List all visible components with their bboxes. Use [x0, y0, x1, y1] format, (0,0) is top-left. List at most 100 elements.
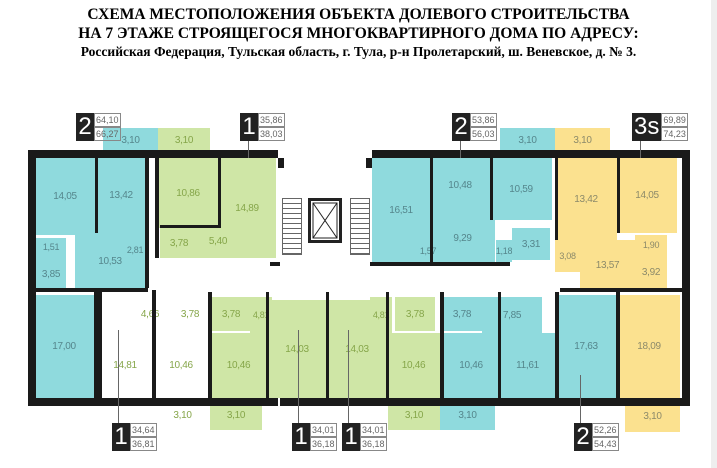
wall [617, 158, 620, 233]
apartment-total-area: 36,18 [360, 437, 387, 451]
apartment-area: 64,10 [94, 113, 121, 127]
room-area-label: 10,46 [401, 360, 426, 371]
wall [266, 292, 269, 402]
room: 11,61 [500, 333, 555, 398]
room: 13,42 [555, 158, 617, 240]
apartment-total-area: 74,23 [661, 127, 688, 141]
wall [616, 292, 620, 402]
apartment-rooms-count: 2 [76, 113, 94, 141]
wall [218, 158, 221, 228]
leader-line [640, 141, 641, 158]
wall [155, 158, 159, 258]
wall [372, 150, 690, 158]
room: 14,03 [268, 300, 326, 398]
wall [386, 292, 389, 402]
wall [555, 158, 558, 240]
room: 18,09 [618, 295, 680, 398]
room-area-label: 3,10 [174, 134, 194, 146]
room-area-label: 1,51 [42, 242, 60, 252]
room: 17,63 [555, 295, 617, 398]
wall [370, 262, 510, 266]
room: 3,08 [555, 240, 580, 272]
apartment-rooms-count: 2 [452, 113, 470, 141]
wall [28, 150, 36, 400]
room-area-label: 17,63 [574, 341, 598, 352]
room: 2,81 [125, 233, 145, 267]
room-area-label: 7,85 [502, 309, 522, 321]
room: 3,85 [36, 256, 66, 292]
room: 13,57 [580, 240, 635, 290]
apartment-rooms-count: 3s [632, 113, 662, 141]
room-area-label: 3,92 [641, 267, 661, 278]
wall [430, 158, 433, 262]
stair-elevator-core [278, 158, 372, 290]
room-area-label: 5,40 [208, 236, 228, 247]
elevator-icon [308, 198, 342, 243]
room-area-label: 14,03 [285, 343, 309, 355]
apartment-badge: 3s 69,89 74,23 [632, 113, 688, 141]
room-area-label: 2,81 [126, 245, 144, 255]
wall [366, 158, 372, 168]
scrollbar[interactable] [711, 0, 717, 468]
apartment-area: 53,86 [470, 113, 497, 127]
room: 4,66 [130, 297, 170, 331]
apartment-area: 34,64 [130, 423, 157, 437]
room: 10,48 [430, 158, 490, 213]
apartment-total-area: 56,03 [470, 127, 497, 141]
room-area-label: 3,10 [404, 409, 424, 421]
room-area-label: 14,05 [635, 190, 659, 201]
room-area-label: 4,66 [140, 308, 160, 320]
stairs-right [350, 198, 370, 255]
room-area-label: 14,81 [113, 360, 137, 371]
room: 3,31 [512, 228, 550, 260]
room: 14,05 [34, 158, 96, 235]
room-area-label: 1,57 [419, 246, 437, 256]
room-area-label: 9,29 [453, 232, 472, 244]
room-area-label: 3,78 [221, 308, 241, 320]
room-area-label: 3,10 [121, 134, 140, 146]
apartment-area: 69,89 [661, 113, 688, 127]
room: 1,51 [36, 238, 66, 256]
room-area-label: 17,00 [52, 341, 76, 352]
stairs-left [282, 198, 302, 255]
room-area-label: 10,53 [98, 256, 122, 267]
wall [94, 290, 102, 400]
wall [208, 292, 212, 402]
apartment-rooms-count: 2 [574, 423, 592, 451]
room-area-label: 3,10 [573, 134, 592, 146]
apartment-badge: 1 35,86 38,03 [240, 113, 285, 141]
room-area-label: 10,46 [226, 360, 251, 371]
wall [278, 158, 284, 168]
wall [560, 288, 682, 292]
room: 1,57 [418, 240, 438, 262]
room-area-label: 10,59 [509, 183, 533, 195]
room: 14,81 [96, 333, 154, 398]
room: 14,05 [617, 158, 677, 233]
room-area-label: 18,09 [637, 341, 661, 352]
room: 3,10 [555, 128, 610, 152]
room-area-label: 11,61 [516, 360, 539, 371]
wall [280, 398, 390, 406]
room-area-label: 1,18 [495, 246, 513, 256]
room-area-label: 14,05 [53, 191, 77, 202]
apartment-rooms-count: 1 [292, 423, 310, 451]
room-area-label: 1,90 [642, 240, 660, 250]
room: 5,40 [198, 225, 238, 258]
title-line-1: СХЕМА МЕСТОПОЛОЖЕНИЯ ОБЪЕКТА ДОЛЕВОГО СТ… [87, 6, 630, 23]
room-area-label: 13,57 [595, 259, 620, 271]
apartment-area: 34,01 [360, 423, 387, 437]
room: 3,10 [158, 128, 210, 152]
apartment-total-area: 54,43 [592, 437, 619, 451]
room-area-label: 3,78 [169, 237, 189, 249]
apartment-area: 52,26 [592, 423, 619, 437]
room: 3,78 [160, 228, 198, 258]
apartment-badge: 2 52,26 54,43 [574, 423, 619, 451]
room-area-label: 10,46 [459, 360, 483, 371]
leader-line [580, 375, 581, 423]
room-area-label: 3,31 [521, 238, 541, 250]
leader-line [248, 141, 249, 158]
wall [326, 292, 329, 402]
wall [498, 292, 501, 402]
wall [555, 292, 559, 402]
